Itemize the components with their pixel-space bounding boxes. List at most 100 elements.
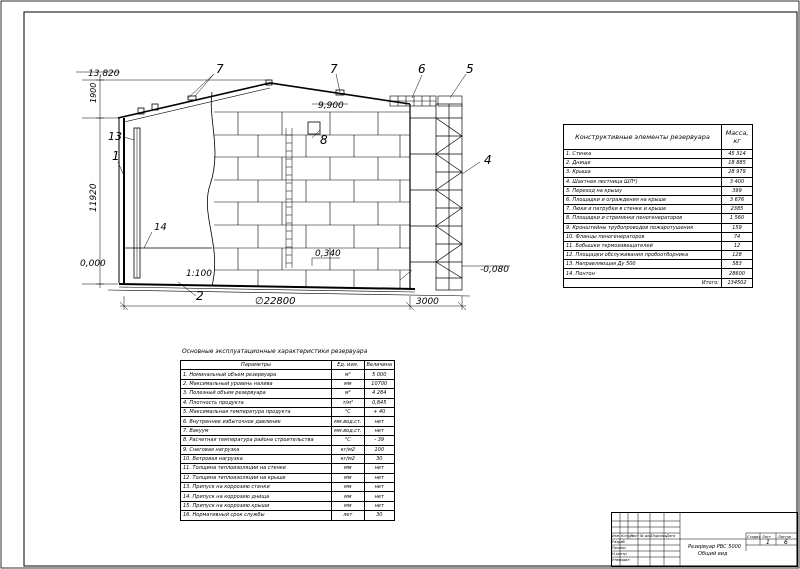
element-mass: 28600 (721, 268, 753, 279)
sign-label-5: Утвердил (612, 558, 630, 562)
leader-lines (117, 73, 481, 297)
param-unit: м³ (331, 369, 365, 380)
param-name: 3. Полезный объем резервуара (179, 388, 333, 399)
title-block (611, 512, 798, 567)
element-name: 13. Направляющая Ду 500 (563, 259, 722, 270)
callout-7-roof: 7 (216, 62, 224, 76)
param-unit: т/м³ (331, 397, 365, 408)
param-unit: м³ (331, 388, 365, 399)
param-name: 10. Ветровая нагрузка (179, 453, 333, 465)
param-name: 12. Толщина теплоизоляции на крыше (179, 472, 333, 484)
param-name: 7. Вакуум (179, 425, 333, 437)
param-unit: °С (331, 406, 365, 418)
elevation-top-label: 13,820 (88, 69, 120, 79)
element-name: 9. Кронштейны трубопроводов пожаротушени… (563, 222, 722, 233)
element-mass: 18 885 (721, 158, 753, 169)
element-mass: 128 (721, 250, 753, 261)
elements-name-header: Конструктивные элементы резервуара (563, 124, 722, 150)
param-name: 4. Плотность продукта (179, 397, 333, 408)
sheets-label: Листов (777, 535, 791, 539)
callout-2: 2 (196, 289, 204, 303)
param-value: 10700 (363, 378, 395, 390)
table-row: 4. Шахтная лестница ШЛ*)3 400 (563, 176, 753, 187)
drawing-title-line2: Общий вид (698, 551, 728, 557)
slope-label: 1:100 (186, 269, 212, 279)
bottom-level-label: 0,340 (315, 249, 341, 259)
param-name: 15. Припуск на коррозию крыши (179, 500, 333, 512)
param-value: нет (363, 425, 395, 437)
element-mass: 12 (721, 240, 753, 252)
param-value: 100 (363, 444, 395, 455)
param-name: 2. Максимальный уровень налива (179, 378, 333, 390)
stair-offset-label: 3000 (416, 297, 439, 307)
params-unit-header: Ед. изм. (331, 359, 365, 371)
wall-height-label: 11920 (89, 183, 99, 212)
param-value: нет (363, 500, 395, 512)
wall-panel-grid (214, 111, 410, 289)
element-mass: 74 (721, 231, 753, 242)
param-value: + 40 (363, 406, 395, 418)
element-name: 14. Понтон (563, 268, 722, 279)
element-name: 12. Площадки обслуживания пробоотборника (563, 250, 722, 261)
param-value: 5 000 (363, 369, 395, 380)
param-unit: °С (331, 435, 365, 446)
param-value: 30 (363, 510, 395, 521)
callout-7-top: 7 (330, 62, 338, 76)
shaft-stair (410, 103, 463, 291)
element-mass: 2385 (721, 204, 753, 215)
element-mass: 3 400 (721, 176, 753, 187)
param-unit: мм (331, 463, 365, 474)
element-mass: 28 979 (721, 167, 753, 178)
total-label: Итого: (563, 277, 722, 288)
element-mass: 399 (721, 185, 753, 196)
param-unit: мм (331, 500, 365, 512)
title-label-4: № док. (639, 534, 653, 538)
callout-1: 1 (112, 149, 120, 163)
roof-height-label: 1900 (89, 83, 98, 103)
element-mass: 1 560 (721, 213, 753, 224)
param-value: 0,845 (363, 397, 395, 408)
sign-label-1: Разраб. (612, 540, 626, 544)
param-value: нет (363, 463, 395, 474)
param-value: 4 284 (363, 388, 395, 399)
table-row: 8. Расчетная температура района строител… (179, 435, 395, 446)
param-value: - 39 (363, 435, 395, 446)
element-mass: 583 (721, 259, 753, 270)
param-name: 14. Припуск на коррозию днища (179, 491, 333, 502)
structural-elements-table: Конструктивные элементы резервуара Масса… (563, 124, 753, 288)
elements-mass-header: Масса, кг (721, 124, 753, 150)
param-name: 16. Нормативный срок службы (179, 510, 333, 521)
param-value: нет (363, 472, 395, 484)
callout-14: 14 (154, 222, 167, 233)
inner-frame (23, 11, 798, 567)
element-mass: 3 676 (721, 194, 753, 206)
title-label-6: Дата (665, 534, 675, 538)
param-unit: мм (331, 378, 365, 390)
table-row: 9. Кронштейны трубопроводов пожаротушени… (563, 222, 753, 233)
param-value: нет (363, 482, 395, 493)
param-value: нет (363, 491, 395, 502)
param-unit: кг/м2 (331, 453, 365, 465)
ground-level-label: 0,000 (80, 259, 106, 269)
element-name: 4. Шахтная лестница ШЛ*) (563, 176, 722, 187)
param-value: нет (363, 416, 395, 427)
param-unit: лет (331, 510, 365, 521)
title-label-3: Лист (629, 534, 640, 538)
callout-4: 4 (484, 153, 492, 167)
